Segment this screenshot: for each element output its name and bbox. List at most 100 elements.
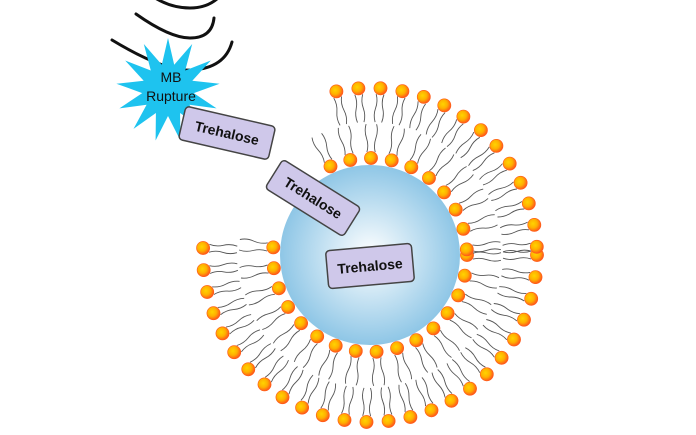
lipid-head (457, 268, 472, 283)
lipid-head (448, 202, 463, 217)
lipid-tail (337, 127, 346, 156)
lipid-tail (415, 103, 426, 131)
lipid-tail (374, 124, 378, 153)
lipid-head (459, 242, 474, 257)
lipid-head (473, 123, 488, 138)
lipid-tail (394, 354, 402, 383)
lipid-tail (454, 313, 479, 330)
lipid-tail (472, 339, 495, 358)
lipid-head (323, 159, 338, 174)
lipid-head (206, 306, 221, 321)
lipid-head (479, 367, 494, 382)
lipid-tail (465, 347, 486, 368)
lipid-tail (354, 94, 358, 123)
lipid-tail (333, 97, 341, 126)
lipid-head (343, 153, 358, 167)
lipid-tail (396, 128, 405, 156)
lipid-tail (368, 387, 373, 417)
lipid-tail (482, 169, 507, 186)
lipid-tail (388, 125, 395, 155)
lipid-tail (501, 275, 530, 281)
lipid-tail (486, 319, 511, 334)
lipid-head (437, 98, 452, 113)
lipid-tail (288, 369, 304, 395)
lipid-tail (256, 306, 282, 322)
lipid-tail (433, 335, 452, 358)
lipid-tail (499, 221, 528, 229)
lipid-tail (499, 286, 527, 294)
lipid-head (416, 90, 431, 104)
lipid-tail (381, 94, 385, 123)
lipid-tail (328, 352, 338, 380)
lipid-head (373, 81, 388, 96)
lipid-tail (437, 369, 453, 394)
lipid-tail (462, 198, 489, 211)
lipid-tail (476, 333, 500, 352)
lipid-head (390, 341, 404, 355)
lipid-head (494, 350, 509, 365)
lipid-tail (472, 152, 495, 172)
lipid-tail (460, 136, 481, 159)
lipid-tail (467, 214, 495, 224)
lipid-tail (340, 96, 348, 125)
lipid-tail (300, 374, 314, 401)
lipid-tail (249, 343, 272, 363)
lipid-head (310, 329, 325, 344)
lipid-head (196, 241, 210, 255)
lipid-tail (355, 357, 360, 386)
lipid-tail (373, 93, 378, 123)
lipid-tail (398, 97, 406, 126)
lipid-tail (255, 348, 276, 369)
lipid-head (527, 217, 542, 232)
lipid-head (227, 345, 242, 360)
lipid-tail (241, 334, 265, 353)
lipid-tail (461, 301, 487, 315)
lipid-tail (501, 229, 530, 235)
lipid-head (271, 281, 286, 296)
lipid-head (364, 151, 378, 165)
lipid-tail (280, 329, 301, 352)
lipid-tail (311, 137, 325, 163)
trehalose-molecule-1: Trehalose (178, 106, 276, 160)
lipid-tail (497, 208, 525, 218)
lipid-tail (348, 386, 354, 415)
lipid-head (437, 185, 451, 200)
lipid-head (489, 138, 504, 153)
lipid-tail (495, 201, 523, 212)
lipid-head (294, 316, 308, 331)
lipid-tail (479, 163, 503, 180)
lipid-head (529, 239, 544, 254)
lipid-tail (431, 372, 446, 398)
lipid-tail (398, 384, 406, 413)
lipid-head (241, 362, 256, 377)
lipid-tail (345, 356, 352, 384)
lipid-tail (455, 131, 475, 154)
lipid-tail (264, 355, 284, 378)
lipid-tail (238, 249, 268, 252)
lipid-head (528, 270, 543, 284)
lipid-tail (482, 324, 508, 341)
burst-label-line2: Rupture (146, 88, 196, 104)
lipid-tail (471, 272, 500, 279)
lipid-tail (415, 347, 429, 373)
lipid-head (281, 300, 295, 314)
lipid-tail (415, 379, 427, 407)
lipid-tail (441, 119, 458, 144)
lipid-tail (361, 94, 366, 123)
lipid-tail (318, 349, 331, 376)
lipid-head (328, 338, 343, 353)
lipid-head (451, 288, 466, 303)
lipid-head (266, 261, 281, 276)
lipid-tail (502, 257, 532, 260)
lipid-head (513, 175, 528, 190)
lipid-tail (435, 154, 455, 177)
lipid-tail (209, 243, 238, 247)
lipid-tail (239, 264, 268, 269)
lipid-head (315, 408, 330, 423)
lipid-tail (320, 381, 330, 409)
lipid-tail (472, 241, 501, 246)
lipid-head (521, 196, 536, 211)
lipid-tail (270, 359, 289, 383)
lipid-head (337, 413, 352, 427)
